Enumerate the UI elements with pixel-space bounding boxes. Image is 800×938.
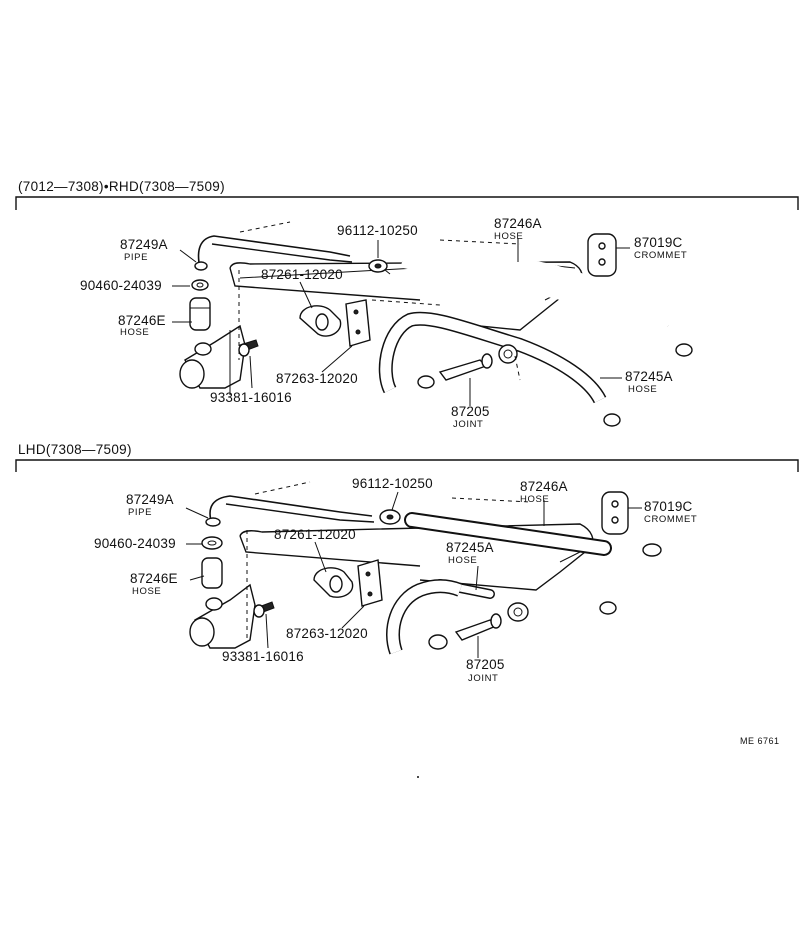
part-87263-label: 87263-12020	[286, 626, 368, 641]
part-96112-label: 96112-10250	[337, 223, 418, 238]
part-96112-label: 96112-10250	[352, 476, 433, 491]
part-87205-label: 87205	[451, 404, 490, 419]
part-87246a-sub: HOSE	[520, 494, 550, 505]
part-87246e-label: 87246E	[118, 313, 166, 328]
part-87245a-sub: HOSE	[628, 384, 658, 395]
part-87246e-sub: HOSE	[132, 586, 162, 597]
part-90460-label: 90460-24039	[80, 278, 162, 293]
part-87249a-label: 87249A	[126, 492, 174, 507]
part-87019c-sub: CROMMET	[634, 250, 688, 261]
part-87246e-label: 87246E	[130, 571, 178, 586]
part-87019c-label: 87019C	[644, 499, 693, 514]
part-87205-sub: JOINT	[453, 419, 484, 430]
part-87261-label: 87261-12020	[274, 527, 356, 542]
part-87246e-sub: HOSE	[120, 327, 150, 338]
stray-dot	[417, 776, 419, 778]
part-87245a-label: 87245A	[625, 369, 673, 384]
figure-code: ME 6761	[740, 736, 780, 746]
part-87019c-label: 87019C	[634, 235, 683, 250]
part-87019c-sub: CROMMET	[644, 514, 698, 525]
part-87249a-sub: PIPE	[124, 252, 149, 263]
part-87249a-label: 87249A	[120, 237, 168, 252]
part-87205-label: 87205	[466, 657, 505, 672]
part-87205-sub: JOINT	[468, 673, 499, 684]
part-87245a-sub: HOSE	[448, 555, 478, 566]
part-90460-label: 90460-24039	[94, 536, 176, 551]
part-87246a-label: 87246A	[520, 479, 568, 494]
part-87249a-sub: PIPE	[128, 507, 153, 518]
section-rhd-heading: (7012—7308)•RHD(7308—7509)	[18, 179, 225, 194]
section-lhd-heading: LHD(7308—7509)	[18, 442, 132, 457]
part-87246a-label: 87246A	[494, 216, 542, 231]
part-93381-label: 93381-16016	[210, 390, 292, 405]
part-87263-label: 87263-12020	[276, 371, 358, 386]
part-87261-label: 87261-12020	[261, 267, 343, 282]
section-rhd-drawing	[15, 196, 799, 427]
part-87246a-sub: HOSE	[494, 231, 524, 242]
part-87245a-label: 87245A	[446, 540, 494, 555]
part-93381-label: 93381-16016	[222, 649, 304, 664]
section-lhd-drawing	[15, 459, 799, 658]
